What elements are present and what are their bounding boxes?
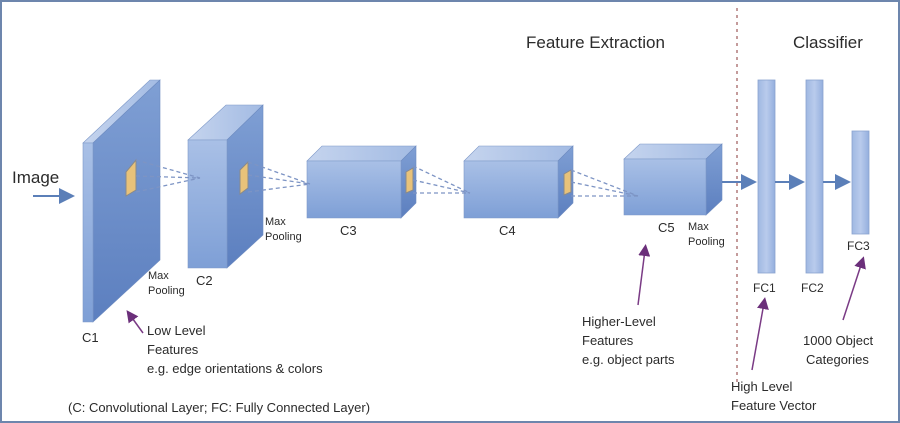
layer-c1-front [82,142,94,323]
layer-c4-top [463,145,574,162]
label-fc3: FC3 [847,239,870,253]
label-fc1: FC1 [753,281,776,295]
filter-patch-c3 [405,167,414,194]
legend-text: (C: Convolutional Layer; FC: Fully Conne… [68,400,370,415]
layer-c5-top [623,143,723,160]
layer-fc3 [851,130,870,235]
label-c2: C2 [196,273,213,288]
annotation-high-level-vector-line2: Feature Vector [731,398,817,413]
label-fc2: FC2 [801,281,824,295]
label-c1: C1 [82,330,99,345]
pooling-label-c2-line1: Max [265,216,286,228]
pooling-label-c2-line2: Pooling [265,231,302,243]
annotation-high-level-vector-line1: High Level [731,379,793,394]
pooling-label-c5-line1: Max [688,221,709,233]
annotation-arrow-categories [842,256,866,321]
layer-c2-front [187,139,228,269]
layer-c3-front [306,160,402,219]
annotation-arrow-low-level [126,310,144,334]
section-title-feature-extraction: Feature Extraction [526,33,665,52]
label-c5: C5 [658,220,675,235]
layer-fc1 [757,79,776,274]
filter-patch-c4 [563,169,572,196]
annotation-arrow-high-level-vector [751,297,769,371]
filter-patch-c2 [239,160,249,195]
annotation-categories-line2: Categories [806,352,869,367]
annotation-higher-level-line2: Features [582,333,634,348]
annotation-low-level-line2: Features [147,342,199,357]
pooling-label-c5-line2: Pooling [688,236,725,248]
pooling-label-c1-line1: Max [148,270,169,282]
input-label: Image [12,168,59,187]
label-c4: C4 [499,223,516,238]
layer-c4-front [463,160,559,219]
annotation-categories-line1: 1000 Object [803,333,873,348]
layer-c5 [623,143,723,216]
layer-c1 [82,79,161,323]
layer-fc2 [805,79,824,274]
pooling-label-c1-line2: Pooling [148,285,185,297]
layer-c3-top [306,145,417,162]
annotation-higher-level-line3: e.g. object parts [582,352,675,367]
annotation-low-level-line1: Low Level [147,323,206,338]
layer-c4 [463,145,574,219]
label-c3: C3 [340,223,357,238]
filter-patch-c1 [125,158,137,197]
section-title-classifier: Classifier [793,33,863,52]
annotation-higher-level-line1: Higher-Level [582,314,656,329]
annotation-low-level-line3: e.g. edge orientations & colors [147,361,323,376]
annotation-arrow-higher-level [637,244,651,306]
layer-c3 [306,145,417,219]
receptive-field-lines [135,159,639,197]
layer-c2 [187,104,264,269]
layer-c5-front [623,158,707,216]
